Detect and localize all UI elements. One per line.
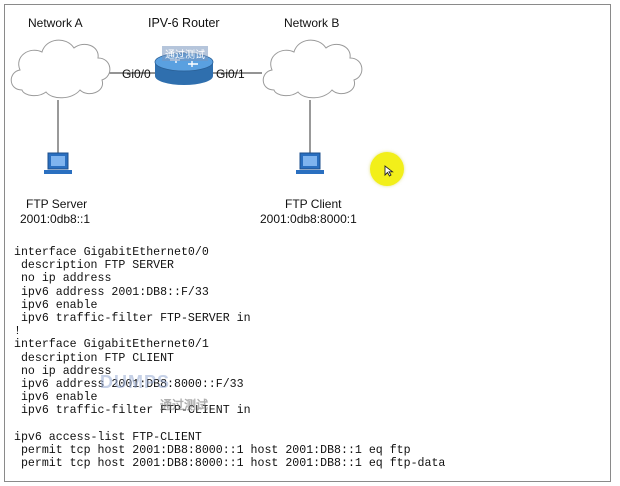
ftp-server-label: FTP Server [26,197,88,211]
config-line: permit tcp host 2001:DB8:8000::1 host 20… [14,457,446,471]
interface-gi0-1-label: Gi0/1 [216,67,245,81]
network-diagram [10,39,363,174]
config-line: ipv6 traffic-filter FTP-CLIENT in [14,404,251,418]
config-line: no ip address [14,272,112,286]
cloud-network-a-icon [10,39,111,99]
config-line: ipv6 address 2001:DB8:8000::F/33 [14,378,244,392]
config-line [14,418,604,431]
cloud-network-b-icon [262,39,363,99]
ftp-server-computer-icon [44,152,72,174]
router-title-label: IPV-6 Router [148,16,220,30]
ftp-client-address: 2001:0db8:8000:1 [260,212,357,226]
config-line: ipv6 address 2001:DB8::F/33 [14,285,209,299]
config-line: ! [14,325,21,339]
config-line: description FTP CLIENT [14,351,175,365]
config-line: no ip address [14,364,112,378]
network-b-label: Network B [284,16,340,30]
interface-gi0-0-label: Gi0/0 [122,67,151,81]
ftp-client-computer-icon [296,152,324,174]
config-line: ipv6 traffic-filter FTP-SERVER in [14,312,251,326]
mouse-cursor-icon [384,165,394,177]
config-line: ipv6 enable [14,391,98,405]
network-a-label: Network A [28,16,83,30]
config-line: ipv6 access-list FTP-CLIENT [14,430,202,444]
config-line: interface GigabitEthernet0/1 [14,338,209,352]
config-line: interface GigabitEthernet0/0 [14,246,209,259]
config-line: ipv6 enable [14,298,98,312]
router-config: interface GigabitEthernet0/0 description… [14,246,604,470]
router-badge: 通过测试 [162,46,208,61]
ftp-client-label: FTP Client [285,197,342,211]
config-line: permit tcp host 2001:DB8:8000::1 host 20… [14,444,411,458]
config-line: description FTP SERVER [14,259,175,273]
ftp-server-address: 2001:0db8::1 [20,212,91,226]
